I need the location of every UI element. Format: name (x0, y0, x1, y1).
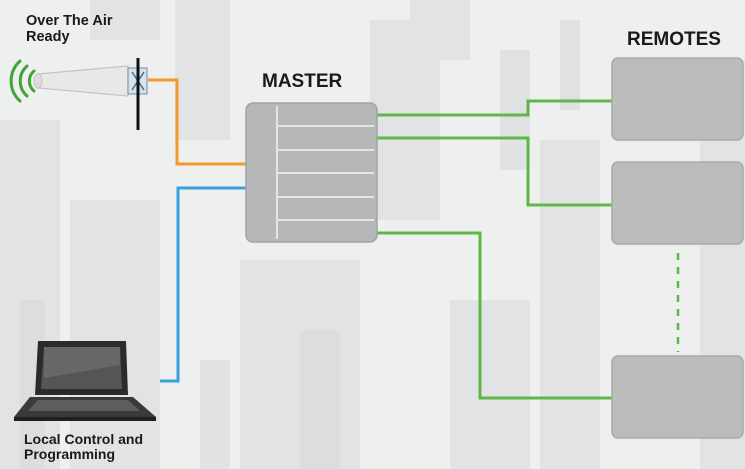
remote-unit-2 (611, 161, 744, 245)
master-unit (245, 102, 378, 243)
local-control-label: Local Control and Programming (24, 431, 143, 463)
remote-connection-3 (376, 231, 612, 400)
remote-unit-3 (611, 355, 744, 439)
laptop-icon (14, 341, 156, 421)
remote-connection-1 (376, 99, 612, 117)
antenna-connection (148, 78, 247, 166)
signal-waves-icon (9, 59, 36, 103)
antenna-icon (33, 58, 148, 130)
over-the-air-label: Over The Air Ready (26, 13, 113, 45)
remote-unit-1 (611, 57, 744, 141)
local-control-connection (160, 186, 247, 383)
master-label: MASTER (262, 71, 343, 92)
remotes-label: REMOTES (627, 29, 721, 50)
remote-connection-2 (376, 136, 612, 207)
